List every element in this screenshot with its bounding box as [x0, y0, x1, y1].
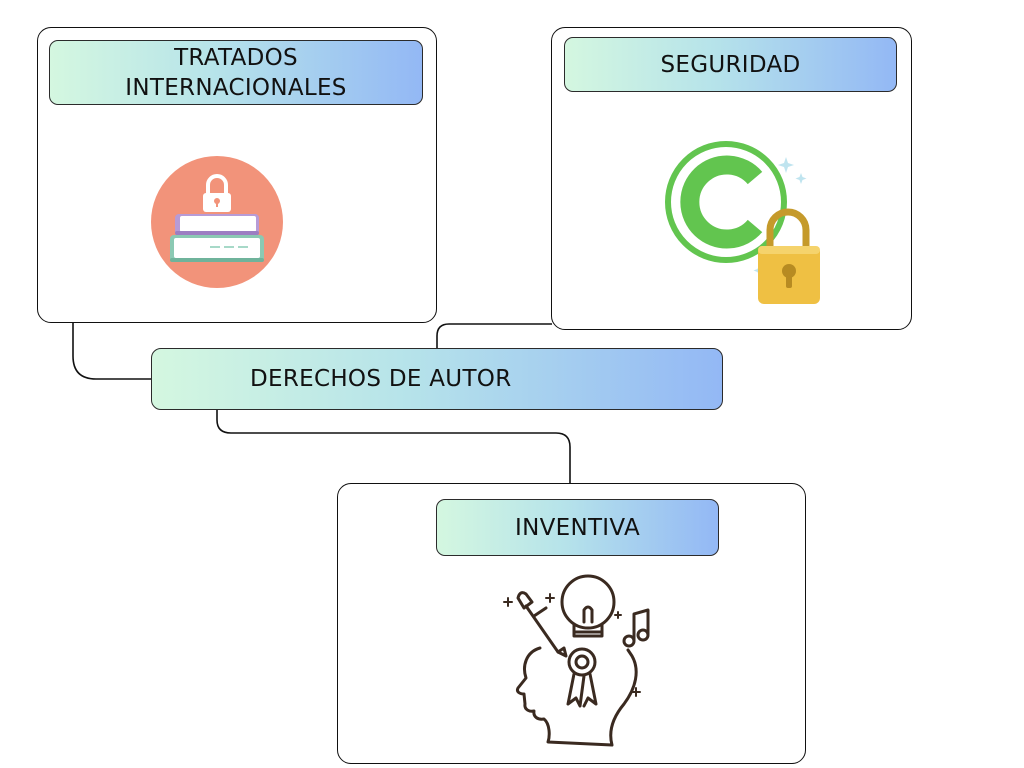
copyright-padlock-icon [665, 141, 820, 304]
node-title-tratados-line2: INTERNACIONALES [125, 74, 347, 101]
connector-central-tratados [72, 323, 152, 380]
connector-central-inventiva [216, 409, 571, 484]
node-title-seguridad-label: SEGURIDAD [660, 51, 801, 78]
creative-head-icon [503, 574, 650, 747]
node-title-tratados-line1: TRATADOS [174, 44, 298, 71]
node-title-inventiva: INVENTIVA [436, 499, 719, 556]
node-title-inventiva-label: INVENTIVA [515, 514, 640, 541]
central-node-derechos-de-autor: DERECHOS DE AUTOR [151, 348, 723, 410]
locked-books-icon [151, 156, 283, 288]
connector-central-seguridad [436, 323, 552, 348]
node-title-tratados: TRATADOS INTERNACIONALES [49, 40, 423, 105]
central-node-label: DERECHOS DE AUTOR [250, 366, 512, 392]
node-title-seguridad: SEGURIDAD [564, 37, 897, 92]
